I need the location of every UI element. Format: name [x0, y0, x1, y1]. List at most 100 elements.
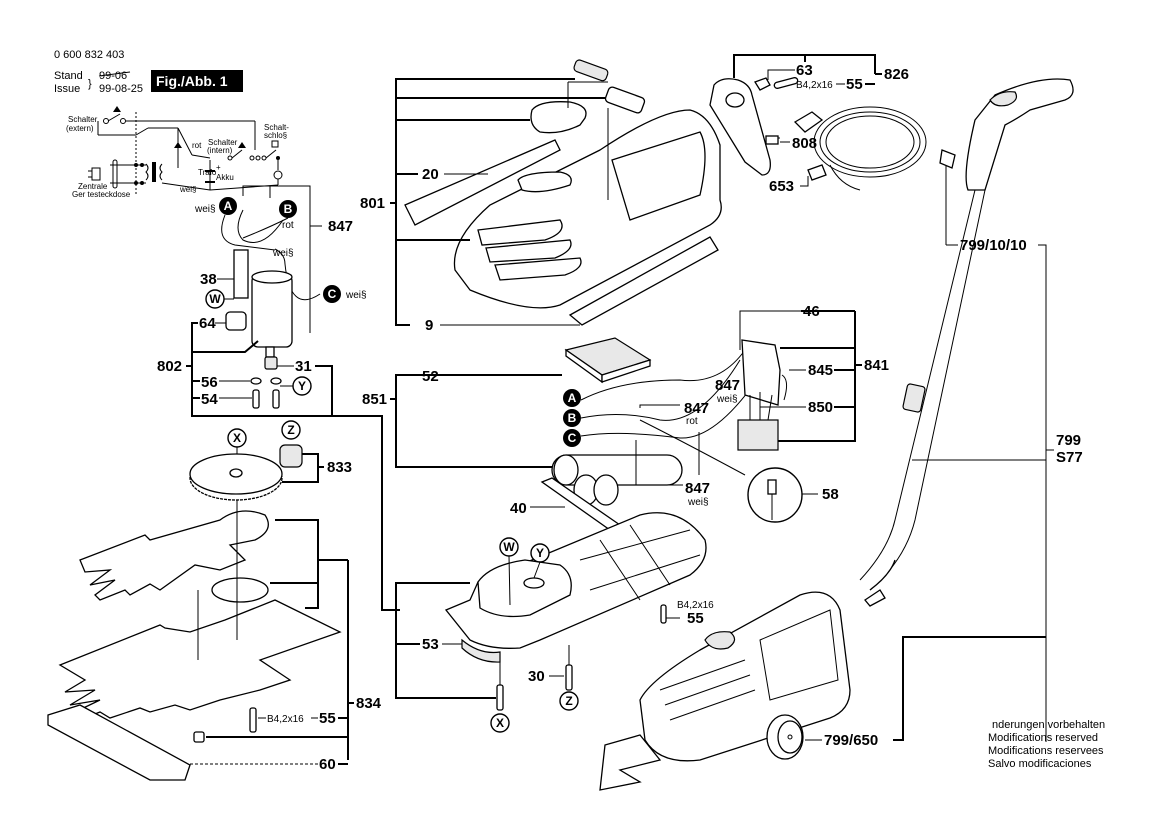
pin-z: [565, 664, 573, 691]
label-9: 9: [425, 317, 433, 334]
screw-spec-base: B4,2x16: [677, 600, 714, 611]
marker-c: [323, 285, 341, 303]
rot-label: rot: [192, 141, 202, 150]
clamp-screw: [773, 77, 799, 89]
cord-connector: [864, 559, 896, 607]
end-cap: [709, 78, 771, 176]
base-group: W Y X Z 30 B4,2x16 55 53: [395, 512, 714, 733]
label-826: 826: [884, 66, 909, 83]
label-653: 653: [769, 178, 794, 195]
screw-spec-blade: B4,2x16: [267, 714, 304, 725]
header: 0 600 832 403 Stand Issue } 99-06 99-08-…: [54, 49, 243, 95]
wire-weis-motor: wei§: [272, 248, 294, 259]
wire-weis-a: wei§: [194, 204, 216, 215]
label-46: 46: [803, 303, 820, 320]
label-58: 58: [822, 486, 839, 503]
label-847-white-2: 847: [685, 480, 710, 497]
label-55-blade: 55: [319, 710, 336, 727]
svg-text:X: X: [233, 431, 241, 445]
circuit-board: [741, 339, 781, 406]
figure-label: Fig./Abb. 1: [156, 73, 228, 89]
motor: [251, 274, 293, 348]
footer-line-es: Salvo modificaciones: [988, 758, 1092, 770]
socket-label-2: Ger testeckdose: [72, 190, 131, 199]
label-834: 834: [356, 695, 382, 712]
marker-z-base: [559, 691, 579, 711]
label-38: 38: [200, 271, 217, 288]
switch-internal-label-2: (intern): [207, 146, 233, 155]
footer-line-de: nderungen vorbehalten: [992, 719, 1105, 731]
telescope-lock: [902, 383, 926, 413]
label-30: 30: [528, 668, 545, 685]
footer-line-en: Modifications reserved: [988, 732, 1098, 744]
marker-a-battery: [563, 389, 581, 407]
decal-strip: [404, 139, 561, 226]
switch-external-label-2: (extern): [66, 124, 94, 133]
handle-button: [989, 91, 1018, 107]
svg-text:C: C: [568, 431, 577, 445]
stand-label: Stand: [54, 70, 83, 82]
svg-text:X: X: [496, 716, 504, 730]
transformer: [737, 419, 779, 451]
blade-cover: [47, 704, 191, 781]
bushing: [225, 311, 247, 331]
power-cord: [813, 106, 927, 178]
label-847-white-1: 847: [715, 377, 740, 394]
wire-weis-1: wei§: [716, 394, 738, 405]
label-847-red: 847: [684, 400, 709, 417]
switch-button: [530, 101, 587, 134]
wire-rot-b: rot: [282, 220, 294, 231]
handle-grip: [965, 78, 1074, 191]
cable-sleeve: [765, 135, 779, 145]
akku-plus: +: [216, 163, 221, 172]
lock-slider: [604, 86, 646, 114]
label-64: 64: [199, 315, 216, 332]
switch-internal-label-1: Schalter: [208, 138, 238, 147]
strike-through: [98, 71, 131, 77]
cord-plug: [793, 111, 824, 133]
label-799-650: 799/650: [824, 732, 878, 749]
switch-external-label-1: Schalter: [68, 115, 98, 124]
wire-weis-c: wei§: [345, 290, 367, 301]
trafo-label: Trafo: [198, 168, 217, 177]
label-52: 52: [422, 368, 439, 385]
base-screw: [660, 604, 667, 624]
label-tag: [939, 149, 956, 169]
brace: }: [88, 78, 92, 90]
label-841: 841: [864, 357, 889, 374]
key-switch-label-2: schlo§: [264, 131, 287, 140]
akku-label: Akku: [216, 173, 234, 182]
spacer: [193, 731, 205, 743]
svg-text:W: W: [209, 292, 221, 306]
label-s77: S77: [1056, 449, 1083, 466]
svg-text:Y: Y: [298, 379, 306, 393]
switch-icon: [113, 106, 121, 112]
label-845: 845: [808, 362, 833, 379]
marker-c-battery: [563, 429, 581, 447]
cord-group: 63 B4,2x16 55 826 808 653: [709, 54, 927, 195]
pin-x: [496, 684, 504, 711]
svg-text:Z: Z: [565, 694, 572, 708]
issue-date: 99-08-25: [99, 83, 143, 95]
issue-label: Issue: [54, 83, 80, 95]
blade-group: X Z 833 834 B4,2x16 55 60: [47, 420, 382, 781]
socket-label-1: Zentrale: [78, 182, 108, 191]
assembled-blades: [599, 734, 662, 791]
mains-plug: [807, 164, 827, 181]
part-number: 0 600 832 403: [54, 49, 124, 61]
pinion: [264, 356, 278, 370]
assembled-tool-group: 799/10/10 799 S77 799/650: [599, 78, 1083, 791]
fuse-wire: [781, 374, 788, 401]
label-63: 63: [796, 62, 813, 79]
blade-guide: [211, 577, 269, 603]
label-55-cap: 55: [846, 76, 863, 93]
footer-line-fr: Modifications reservees: [988, 745, 1104, 757]
figure-badge: [151, 70, 243, 92]
marker-a: [219, 197, 237, 215]
label-802: 802: [157, 358, 182, 375]
spring: [573, 59, 609, 82]
wire-weis-2: wei§: [687, 497, 709, 508]
blade-screw: [249, 707, 257, 733]
lower-blade: [58, 599, 342, 721]
